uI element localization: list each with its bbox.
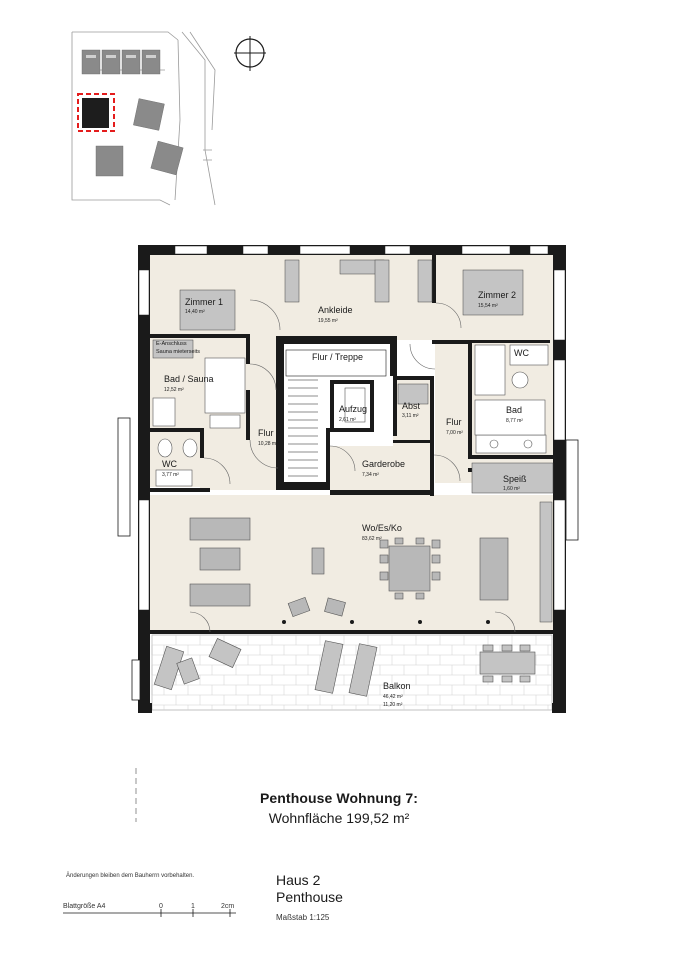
- level-label: Penthouse: [276, 889, 343, 905]
- room-flur2-name: Flur: [446, 417, 462, 427]
- bath-fixtures: [152, 344, 549, 487]
- room-ankleide-area: 19,55 m²: [318, 318, 338, 324]
- room-balkon-name: Balkon: [383, 681, 411, 691]
- room-speiss-name: Speiß: [503, 474, 527, 484]
- room-zimmer1-name: Zimmer 1: [185, 297, 223, 307]
- house-label: Haus 2: [276, 872, 321, 888]
- room-ankleide-name: Ankleide: [318, 305, 353, 315]
- room-zimmer1-area: 14,40 m²: [185, 309, 205, 315]
- room-zimmer2-area: 15,54 m²: [478, 303, 498, 309]
- room-abst-name: Abst: [402, 401, 421, 411]
- scale-bar: [63, 909, 236, 917]
- disclaimer-note: Änderungen bleiben dem Bauherrn vorbehal…: [66, 873, 195, 879]
- room-bad-area: 8,77 m²: [506, 418, 523, 424]
- room-balkon-area: 46,42 m²: [383, 694, 403, 700]
- site-plan: [71, 31, 216, 206]
- room-sauna-note: Sauna mieterseits: [156, 349, 200, 355]
- apartment-title: Penthouse Wohnung 7:: [259, 790, 419, 806]
- staircase: [285, 349, 387, 477]
- room-wc1-name: WC: [162, 459, 177, 469]
- room-zimmer2-name: Zimmer 2: [478, 290, 516, 300]
- room-garderobe-area: 7,34 m²: [362, 472, 379, 478]
- windows: [138, 245, 566, 611]
- room-flur1-name: Flur: [258, 428, 274, 438]
- room-bad-name: Bad: [506, 405, 522, 415]
- side-wall-blocks: [117, 417, 579, 701]
- room-living-area: 83,62 m²: [362, 536, 382, 542]
- room-flur1-area: 10,28 m²: [258, 441, 278, 447]
- room-e-anschluss: E-Anschluss: [156, 341, 187, 347]
- room-speiss-area: 1,60 m²: [503, 486, 520, 492]
- living-furniture: [189, 517, 509, 618]
- scalebar-label-1: 1: [191, 903, 195, 910]
- room-aufzug-name: Aufzug: [339, 404, 367, 414]
- column-dots: [282, 620, 490, 624]
- room-bad-sauna-name: Bad / Sauna: [164, 374, 214, 384]
- paper-size-label: Blattgröße A4: [63, 903, 106, 910]
- balcony-furniture: [153, 638, 536, 697]
- room-balkon-area2: 11,20 m²: [383, 702, 403, 708]
- room-abst-area: 3,11 m²: [402, 413, 419, 419]
- room-living-name: Wo/Es/Ko: [362, 523, 402, 533]
- room-garderobe-name: Garderobe: [362, 459, 405, 469]
- scalebar-label-2: 2cm: [221, 903, 235, 910]
- room-aufzug-area: 2,61 m²: [339, 417, 356, 423]
- room-flur2-area: 7,00 m²: [446, 430, 463, 436]
- north-arrow-icon: [234, 36, 266, 71]
- room-flur-treppe-name: Flur / Treppe: [312, 352, 363, 362]
- room-wc2-name: WC: [514, 348, 529, 358]
- scalebar-label-0: 0: [159, 903, 163, 910]
- room-bad-sauna-area: 12,52 m²: [164, 387, 184, 393]
- living-area: Wohnfläche 199,52 m²: [268, 810, 410, 826]
- room-labels: Zimmer 1 14,40 m² Ankleide 19,55 m² Zimm…: [156, 290, 529, 708]
- scale-label: Maßstab 1:125: [276, 913, 330, 922]
- built-in-cabinets: [152, 259, 554, 623]
- door-swings: [189, 299, 516, 633]
- room-wc1-area: 3,77 m²: [162, 472, 179, 478]
